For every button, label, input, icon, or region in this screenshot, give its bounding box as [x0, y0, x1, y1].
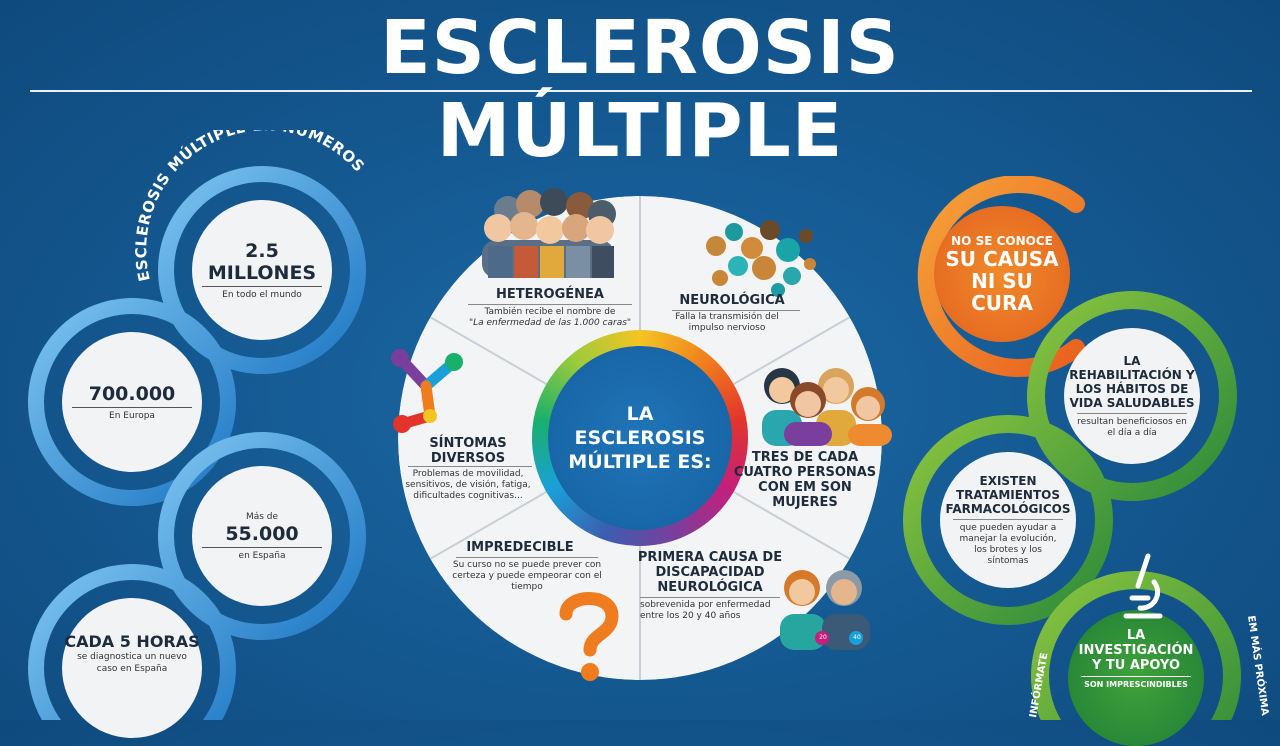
number-hours-caption: se diagnostica un nuevo caso en España	[77, 651, 187, 674]
tratamientos-circle: EXISTEN TRATAMIENTOS FARMACOLÓGICOS que …	[940, 452, 1076, 588]
number-circle-hours: CADA 5 HORAS se diagnostica un nuevo cas…	[62, 598, 202, 738]
segment-tres-title: TRES DE CADA CUATRO PERSONAS CON EM SON …	[733, 450, 877, 510]
causa-big-text: SU CAUSA NI SU CURA	[945, 247, 1059, 315]
couple-icon	[780, 570, 870, 650]
segment-impredecible-title: IMPREDECIBLE	[466, 540, 574, 555]
segment-sintomas-rule	[408, 466, 532, 467]
number-spain-prefix: Más de	[245, 511, 279, 522]
segment-heterogenea-text1: También recibe el nombre de	[484, 307, 616, 317]
number-circle-europe: 700.000 En Europa	[62, 332, 202, 472]
side-text-left: INFÓRMATE	[1026, 651, 1050, 718]
segment-neurologica-title: NEUROLÓGICA	[679, 293, 785, 308]
investigacion-circle: LA INVESTIGACIÓN Y TU APOYO SON IMPRESCI…	[1068, 610, 1204, 746]
number-circle-spain: Más de 55.000 en España	[192, 466, 332, 606]
tratamientos-title: EXISTEN TRATAMIENTOS FARMACOLÓGICOS	[945, 473, 1071, 516]
number-europe-value: 700.000	[88, 382, 176, 405]
tratamientos-text: que pueden ayudar a manejar la evolución…	[959, 522, 1057, 566]
segment-primera-rule	[640, 597, 780, 598]
segment-sintomas-text: Problemas de movilidad, sensitivos, de v…	[405, 469, 531, 501]
side-text-right: EM MÁS PRÓXIMA	[1245, 615, 1272, 717]
title-line-2: MÚLTIPLE	[436, 88, 844, 174]
title-line-1: ESCLEROSIS	[380, 5, 900, 91]
rehab-text: resultan beneficiosos en el día a día	[1077, 416, 1187, 438]
wheel-hub: LA ESCLEROSIS MÚLTIPLE ES:	[548, 346, 732, 530]
segment-impredecible-text: Su curso no se puede prever con certeza …	[452, 560, 602, 592]
age-badge-20: 20	[819, 634, 827, 641]
side-left-label: INFÓRMATE	[1026, 651, 1050, 718]
causa-small-text: NO SE CONOCE	[951, 234, 1053, 248]
number-circle-world: 2.5 MILLONES En todo el mundo	[192, 200, 332, 340]
segment-sintomas-title: SÍNTOMAS DIVERSOS	[429, 436, 507, 466]
neurons-icon	[706, 220, 816, 297]
segment-impredecible-rule	[456, 557, 598, 558]
numbers-chain-graphic	[28, 166, 366, 720]
number-world-rule	[202, 285, 322, 287]
number-spain-rule	[202, 546, 322, 548]
segment-primera-title: PRIMERA CAUSA DE DISCAPACIDAD NEUROLÓGIC…	[637, 550, 783, 595]
number-spain-value: 55.000	[225, 522, 299, 545]
rehab-title: LA REHABILITACIÓN Y LOS HÁBITOS DE VIDA …	[1069, 353, 1195, 410]
investigacion-text: SON IMPRESCINDIBLES	[1084, 679, 1188, 689]
investigacion-title: LA INVESTIGACIÓN Y TU APOYO	[1078, 627, 1194, 673]
question-mark-icon	[559, 592, 619, 681]
segment-neurologica-rule	[672, 310, 800, 311]
number-world-value: 2.5 MILLONES	[207, 239, 317, 284]
number-world-caption: En todo el mundo	[222, 289, 302, 300]
segment-heterogenea-rule	[468, 304, 632, 305]
segment-primera-text: sobrevenida por enfermedad entre los 20 …	[640, 600, 771, 621]
people-group-icon	[482, 188, 616, 278]
numbers-heading: ESCLEROSIS MÚLTIPLE EN NÚMEROS	[132, 130, 368, 283]
number-hours-value: CADA 5 HORAS	[64, 631, 200, 651]
rehab-circle: LA REHABILITACIÓN Y LOS HÁBITOS DE VIDA …	[1064, 328, 1200, 464]
number-europe-rule	[72, 406, 192, 408]
women-group-icon	[762, 368, 892, 446]
segment-neurologica-text: Falla la transmisión del impulso nervios…	[675, 312, 779, 333]
number-europe-caption: En Europa	[109, 410, 155, 421]
title-rule	[30, 90, 1252, 92]
right-rings-graphic	[903, 176, 1241, 720]
rehab-rule	[1077, 412, 1187, 414]
segment-heterogenea-text2: "La enfermedad de las 1.000 caras"	[468, 318, 632, 328]
wheel-center-text: LA ESCLEROSIS MÚLTIPLE ES:	[568, 403, 712, 473]
molecule-icon	[391, 349, 463, 433]
svg-text:ESCLEROSIS MÚLTIPLE EN NÚMEROS: ESCLEROSIS MÚLTIPLE EN NÚMEROS	[132, 130, 368, 283]
age-badge-40: 40	[853, 634, 861, 641]
tratamientos-rule	[953, 518, 1063, 520]
number-spain-caption: en España	[238, 550, 286, 561]
microscope-icon	[1123, 553, 1163, 619]
numbers-heading-arc: ESCLEROSIS MÚLTIPLE EN NÚMEROS	[132, 130, 368, 283]
segment-heterogenea-title: HETEROGÉNEA	[496, 287, 604, 302]
side-right-label: EM MÁS PRÓXIMA	[1245, 615, 1272, 717]
investigacion-rule	[1081, 675, 1191, 677]
causa-circle: NO SE CONOCE SU CAUSA NI SU CURA	[934, 206, 1070, 342]
